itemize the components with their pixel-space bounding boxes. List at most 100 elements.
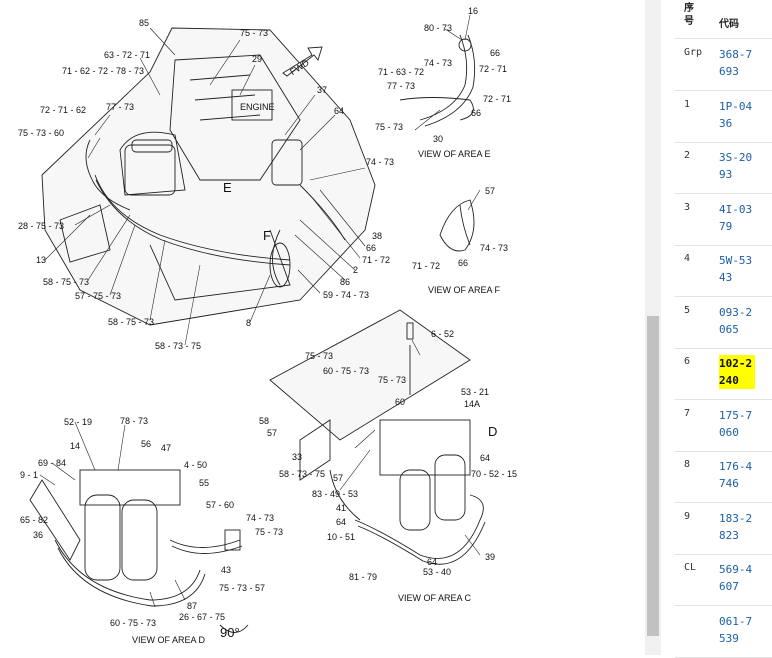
callout-87: 87: [187, 601, 197, 611]
callout-77-73-b: 77 - 73: [387, 81, 415, 91]
part-number-link[interactable]: 1P-0436: [719, 100, 753, 130]
part-number-link[interactable]: 175-7060: [719, 409, 753, 439]
callout-74-73: 74 - 73: [366, 157, 394, 167]
callout-64-b: 64: [480, 453, 490, 463]
callout-52-19: 52 - 19: [64, 417, 92, 427]
parts-list-row: 1 1P-0436: [675, 91, 772, 143]
part-number-link[interactable]: 569-4607: [719, 563, 753, 593]
callout-78-73: 78 - 73: [120, 416, 148, 426]
mark-f: F: [263, 228, 271, 243]
callout-60-75-73-b: 60 - 75 - 73: [110, 618, 156, 628]
callout-60-75-73: 60 - 75 - 73: [323, 366, 369, 376]
callout-83-49-53: 83 - 49 - 53: [312, 489, 358, 499]
callout-57: 57: [485, 186, 495, 196]
parts-diagram: 85 75 - 73 63 - 72 - 71 29 71 - 62 - 72 …: [18, 6, 518, 645]
callout-57-75-73: 57 - 75 - 73: [75, 291, 121, 301]
callout-71-63-72: 71 - 63 - 72: [378, 67, 424, 77]
callout-4-50: 4 - 50: [184, 460, 207, 470]
callout-71-72: 71 - 72: [362, 255, 390, 265]
row-seq: 6: [684, 356, 691, 367]
caption-view-area-c: VIEW OF AREA C: [398, 593, 472, 603]
callout-55: 55: [199, 478, 209, 488]
part-number-link[interactable]: 183-2823: [719, 512, 753, 542]
callout-81-79: 81 - 79: [349, 572, 377, 582]
callout-47: 47: [161, 443, 171, 453]
callout-75-73-d: 75 - 73: [378, 375, 406, 385]
callout-14a: 14A: [464, 399, 480, 409]
callout-30: 30: [433, 134, 443, 144]
callout-10-51: 10 - 51: [327, 532, 355, 542]
part-number-link[interactable]: 3S-2093: [719, 151, 753, 181]
callout-14: 14: [70, 441, 80, 451]
row-seq: 8: [684, 459, 691, 470]
callout-58-73-75: 58 - 73 - 75: [155, 341, 201, 351]
callout-64: 64: [334, 106, 344, 116]
caption-view-area-d: VIEW OF AREA D: [132, 635, 206, 645]
callout-85: 85: [139, 18, 149, 28]
callout-2: 2: [353, 265, 358, 275]
callout-66-c: 66: [471, 108, 481, 118]
mark-e: E: [223, 180, 232, 195]
callout-53-40: 53 - 40: [423, 567, 451, 577]
callout-57-b: 57: [267, 428, 277, 438]
callout-8: 8: [246, 318, 251, 328]
callout-33: 33: [292, 452, 302, 462]
parts-list-row: 6 102-2240: [675, 348, 772, 400]
callout-69-84: 69 - 84: [38, 458, 66, 468]
callout-58-73-75-c: 58 - 73 - 75: [279, 469, 325, 479]
callout-64-d: 64: [427, 557, 437, 567]
rotation-label: 90°: [220, 625, 240, 640]
part-number-link[interactable]: 4I-0379: [719, 203, 753, 233]
row-seq: 3: [684, 202, 691, 213]
part-number-link[interactable]: 102-2240: [719, 355, 755, 389]
part-number-link[interactable]: 093-2065: [719, 306, 753, 336]
callout-74-73-d: 74 - 73: [246, 513, 274, 523]
row-seq: 7: [684, 408, 691, 419]
part-number-link[interactable]: 176-4746: [719, 460, 753, 490]
callout-36: 36: [33, 530, 43, 540]
callout-41: 41: [336, 503, 346, 513]
callout-66-b: 66: [490, 48, 500, 58]
parts-list-row: 8 176-4746: [675, 451, 772, 503]
callout-72-71: 72 - 71: [479, 64, 507, 74]
callout-71-72-b: 71 - 72: [412, 261, 440, 271]
row-seq: CL: [684, 562, 697, 573]
parts-list-row: 2 3S-2093: [675, 142, 772, 194]
row-seq: 2: [684, 150, 691, 161]
parts-list-row: 7 175-7060: [675, 400, 772, 452]
mark-d: D: [488, 424, 497, 439]
vertical-scrollbar[interactable]: [645, 0, 661, 655]
callout-71-62-72-78-73: 71 - 62 - 72 - 78 - 73: [62, 66, 144, 76]
callout-63-72-71: 63 - 72 - 71: [104, 50, 150, 60]
callout-58: 58: [259, 416, 269, 426]
part-number-link[interactable]: 368-7693: [719, 48, 753, 78]
parts-list-row: 3 4I-0379: [675, 194, 772, 246]
callout-9-1: 9 - 1: [20, 470, 38, 480]
callout-28-75-73: 28 - 75 - 73: [18, 221, 64, 231]
callout-70-52-15: 70 - 52 - 15: [471, 469, 517, 479]
part-number-link[interactable]: 061-7539: [719, 615, 753, 645]
callout-72-71-b: 72 - 71: [483, 94, 511, 104]
callout-58-75-73-b: 58 - 75 - 73: [108, 317, 154, 327]
header-seq: 序号: [684, 3, 694, 27]
callout-43: 43: [221, 565, 231, 575]
callout-16: 16: [468, 6, 478, 16]
callout-58-75-73: 58 - 75 - 73: [43, 277, 89, 287]
parts-diagram-drawing: 85 75 - 73 63 - 72 - 71 29 71 - 62 - 72 …: [18, 6, 517, 645]
parts-list-row: 061-7539: [675, 606, 772, 658]
scrollbar-thumb[interactable]: [647, 316, 659, 636]
callout-29: 29: [252, 54, 262, 64]
callout-86: 86: [340, 277, 350, 287]
callout-77-73: 77 - 73: [106, 102, 134, 112]
callout-65-82: 65 - 82: [20, 515, 48, 525]
caption-view-area-e: VIEW OF AREA E: [418, 149, 491, 159]
row-seq: 1: [684, 99, 691, 110]
callout-6-52: 6 - 52: [431, 329, 454, 339]
callout-75-73: 75 - 73: [240, 28, 268, 38]
callout-38: 38: [372, 231, 382, 241]
parts-list-row: 5 093-2065: [675, 297, 772, 349]
part-number-link[interactable]: 5W-5343: [719, 254, 753, 284]
row-seq: 5: [684, 305, 691, 316]
callout-75-73-57: 75 - 73 - 57: [219, 583, 265, 593]
